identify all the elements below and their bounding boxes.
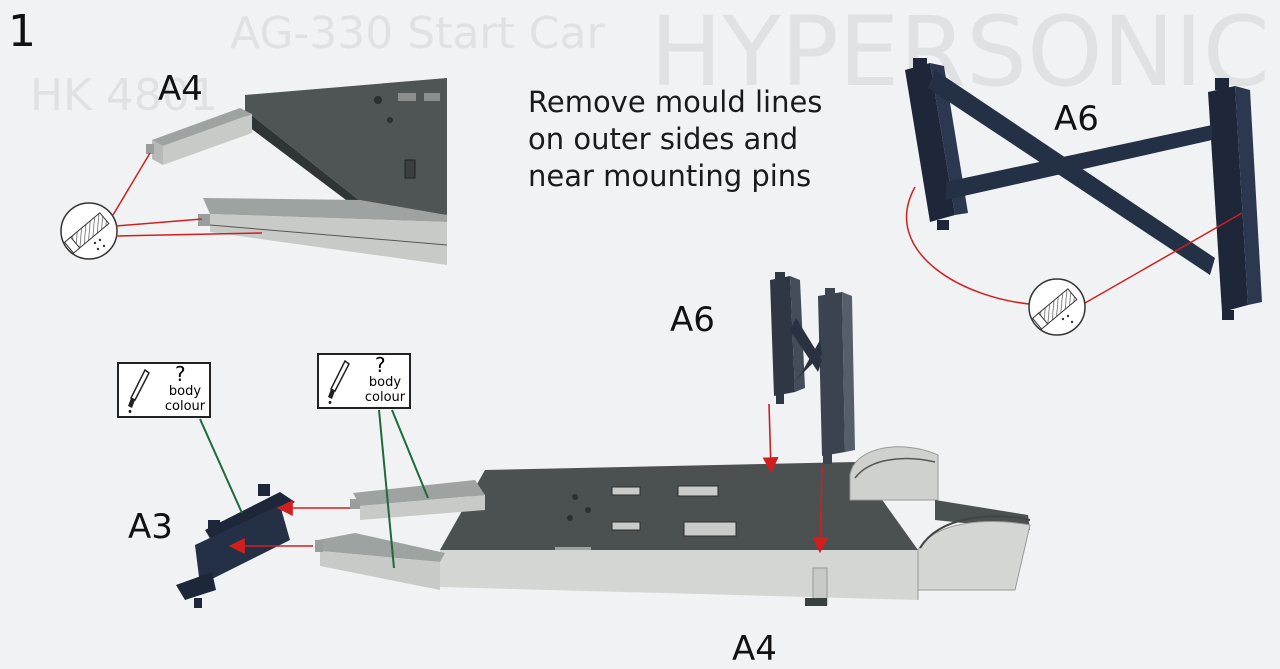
label-a6-detail: A6 [1054, 99, 1099, 139]
paint-callout-2: ? body colour [317, 353, 411, 409]
label-a4-detail: A4 [158, 69, 203, 109]
paint-callout-1: ? body colour [117, 362, 211, 418]
a6-detail-view [905, 58, 1262, 336]
watermark-line-3: HK 4801 [30, 70, 218, 121]
paintbrush-icon [128, 368, 150, 413]
label-a4-chassis: A4 [732, 629, 777, 669]
step-number: 1 [8, 6, 36, 57]
a4-detail-view [60, 78, 448, 265]
label-a3: A3 [128, 507, 173, 547]
chassis-a4 [315, 446, 1031, 606]
upright-a6 [770, 272, 855, 464]
paint-symbol: ? [375, 353, 386, 377]
label-a6-upright: A6 [670, 300, 715, 340]
paint-leaders [199, 409, 429, 569]
paintbrush-icon [328, 359, 350, 404]
paint-text: body colour [364, 375, 406, 405]
watermark-line-2: AG-330 Start Car [230, 8, 605, 59]
instruction-text: Remove mould lines on outer sides and ne… [528, 85, 823, 193]
paint-text: body colour [164, 384, 206, 414]
paint-symbol: ? [175, 362, 186, 386]
assembly-arrows [228, 403, 829, 554]
